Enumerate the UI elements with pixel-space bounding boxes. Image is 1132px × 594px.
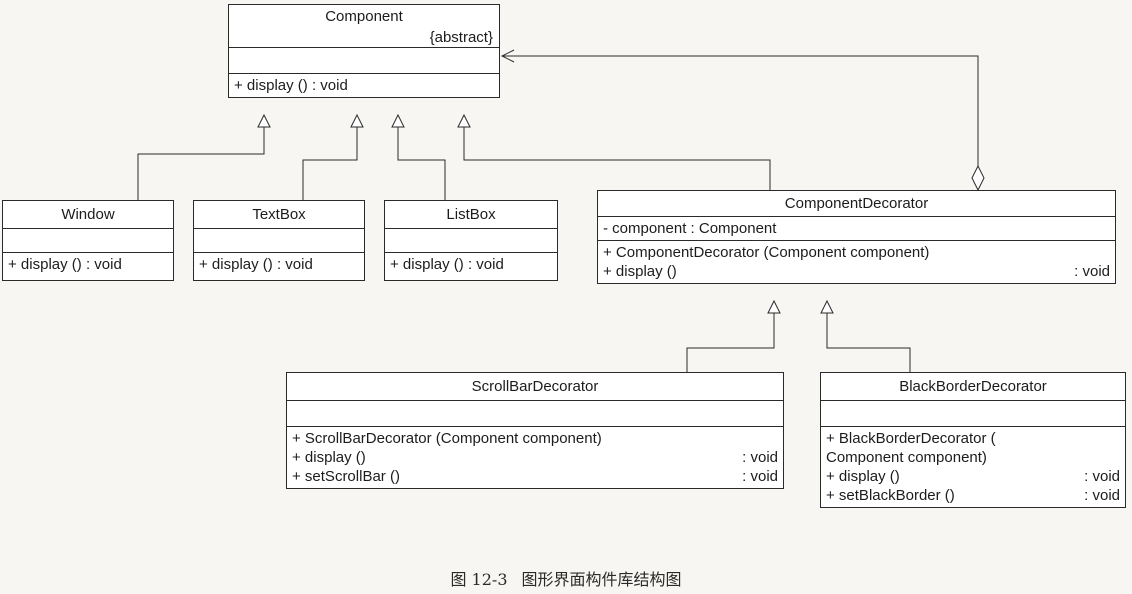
generalization-line — [302, 127, 358, 200]
attributes-section — [194, 228, 364, 252]
member-return-type — [484, 76, 494, 95]
member-return-type — [1110, 429, 1120, 448]
class-name: ListBox — [446, 206, 496, 223]
operations-section: + ScrollBarDecorator (Component componen… — [287, 426, 783, 488]
operation-row: + ScrollBarDecorator (Component componen… — [292, 429, 778, 448]
class-component-decorator: ComponentDecorator - component : Compone… — [597, 190, 1116, 284]
generalization-line — [463, 127, 771, 190]
operation-row: + display () : void — [390, 255, 552, 274]
generalization-arrowhead — [820, 299, 834, 314]
class-listbox: ListBox + display () : void — [384, 200, 558, 281]
class-name: TextBox — [252, 206, 306, 223]
member-return-type — [1100, 243, 1110, 262]
member-return-type: : void — [1084, 468, 1120, 485]
attributes-section — [3, 228, 173, 252]
generalization-arrowhead — [767, 299, 781, 314]
attributes-section — [287, 400, 783, 426]
class-window: Window + display () : void — [2, 200, 174, 281]
figure-caption: 图 12-3 图形界面构件库结构图 — [0, 566, 1132, 590]
member-return-type: : void — [742, 449, 778, 466]
operation-row: + display () : void — [292, 448, 778, 467]
stereotype: {abstract} — [429, 29, 493, 46]
aggregation-arrowhead — [500, 49, 515, 63]
operations-section: + ComponentDecorator (Component componen… — [598, 240, 1115, 283]
operations-section: + display () : void — [229, 73, 499, 97]
member-return-type — [542, 255, 552, 274]
operation-row: + display () : void — [199, 255, 359, 274]
class-name: ScrollBarDecorator — [471, 378, 599, 395]
class-textbox: TextBox + display () : void — [193, 200, 365, 281]
member-signature: + ComponentDecorator (Component componen… — [603, 244, 930, 261]
member-signature: + setScrollBar () — [292, 468, 400, 485]
member-return-type — [1100, 219, 1110, 238]
member-signature: + display () : void — [390, 256, 504, 273]
member-return-type: : void — [742, 468, 778, 485]
generalization-line — [826, 313, 911, 372]
figure-number: 图 12-3 — [450, 570, 508, 589]
class-blackborder-decorator: BlackBorderDecorator + BlackBorderDecora… — [820, 372, 1126, 508]
operation-row: + setBlackBorder () : void — [826, 486, 1120, 505]
member-signature: Component component) — [826, 449, 987, 466]
generalization-arrowhead — [257, 113, 271, 128]
aggregation-line — [502, 55, 979, 166]
attributes-section — [229, 47, 499, 73]
operation-row: + setScrollBar () : void — [292, 467, 778, 486]
member-return-type — [768, 429, 778, 448]
operation-row: + ComponentDecorator (Component componen… — [603, 243, 1110, 262]
member-signature: + display () : void — [8, 256, 122, 273]
class-name: Component — [325, 8, 403, 25]
member-signature: + BlackBorderDecorator ( — [826, 430, 996, 447]
member-signature: + display () : void — [199, 256, 313, 273]
class-name: ComponentDecorator — [784, 195, 929, 212]
member-signature: + display () — [292, 449, 366, 466]
class-component: Component {abstract} + display () : void — [228, 4, 500, 98]
attributes-section — [821, 400, 1125, 426]
operation-row: + display () : void — [826, 467, 1120, 486]
member-return-type — [1110, 448, 1120, 467]
operation-row: Component component) — [826, 448, 1120, 467]
generalization-line — [686, 313, 775, 372]
member-signature: + display () — [826, 468, 900, 485]
operations-section: + BlackBorderDecorator ( Component compon… — [821, 426, 1125, 507]
class-name: Window — [61, 206, 115, 223]
class-name: BlackBorderDecorator — [899, 378, 1047, 395]
generalization-line — [137, 127, 265, 200]
class-scrollbar-decorator: ScrollBarDecorator + ScrollBarDecorator … — [286, 372, 784, 489]
member-return-type: : void — [1074, 263, 1110, 280]
member-return-type: : void — [1084, 487, 1120, 504]
generalization-line — [397, 127, 446, 200]
member-signature: + ScrollBarDecorator (Component componen… — [292, 430, 602, 447]
operation-row: + BlackBorderDecorator ( — [826, 429, 1120, 448]
member-return-type — [349, 255, 359, 274]
operations-section: + display () : void — [385, 252, 557, 280]
operation-row: + display () : void — [234, 76, 494, 95]
attribute-row: - component : Component — [603, 219, 1110, 238]
generalization-arrowhead — [391, 113, 405, 128]
figure-title: 图形界面构件库结构图 — [521, 570, 682, 589]
operations-section: + display () : void — [3, 252, 173, 280]
member-signature: + display () — [603, 263, 677, 280]
member-return-type — [158, 255, 168, 274]
member-signature: + setBlackBorder () — [826, 487, 955, 504]
operation-row: + display () : void — [603, 262, 1110, 281]
operation-row: + display () : void — [8, 255, 168, 274]
generalization-arrowhead — [457, 113, 471, 128]
member-signature: + display () : void — [234, 77, 348, 94]
aggregation-diamond — [971, 164, 985, 192]
operations-section: + display () : void — [194, 252, 364, 280]
generalization-arrowhead — [350, 113, 364, 128]
attributes-section: - component : Component — [598, 216, 1115, 240]
member-signature: - component : Component — [603, 220, 777, 237]
attributes-section — [385, 228, 557, 252]
